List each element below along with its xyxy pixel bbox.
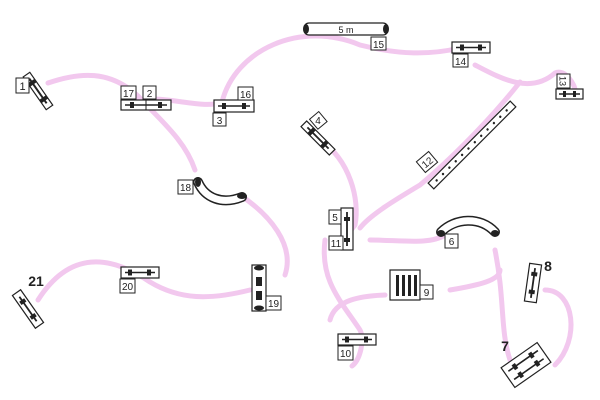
obstacle-12-weave-poles xyxy=(427,100,517,190)
obstacle-4-jump xyxy=(300,120,336,156)
number-box-16 xyxy=(237,86,254,101)
obstacle-number-3: 3 xyxy=(217,116,223,127)
obstacle-1-jump xyxy=(22,71,54,111)
obstacle-19-a-frame xyxy=(251,264,267,312)
obstacle-number-14: 14 xyxy=(455,57,467,68)
obstacle-number-18: 18 xyxy=(180,183,192,194)
obstacle-number-6: 6 xyxy=(449,237,455,248)
obstacle-14-jump xyxy=(451,41,491,54)
number-box-1 xyxy=(15,77,30,94)
number-box-9 xyxy=(419,284,434,300)
obstacle-number-11: 11 xyxy=(331,239,342,250)
dog-path xyxy=(35,33,578,369)
obstacle-number-4: 4 xyxy=(315,116,321,127)
obstacle-number-9: 9 xyxy=(424,288,430,299)
obstacle-15-dog-walk: 5 m xyxy=(303,22,389,36)
obstacle-18-tunnel xyxy=(193,177,247,206)
obstacle-9-tire-table xyxy=(389,269,421,301)
number-box-12 xyxy=(415,150,439,174)
number-box-19 xyxy=(265,295,282,311)
number-box-17 xyxy=(120,85,137,100)
number-box-4 xyxy=(308,110,328,130)
obstacle-number-17: 17 xyxy=(123,89,135,100)
obstacle-number-2: 2 xyxy=(147,89,153,100)
obstacle-20-jump xyxy=(120,266,160,279)
obstacle-number-5: 5 xyxy=(332,213,338,224)
obstacle-number-1: 1 xyxy=(19,81,25,93)
obstacle-7-double-jump xyxy=(500,341,552,389)
obstacle-number-10: 10 xyxy=(340,349,352,360)
obstacle-5-11-jump xyxy=(340,207,354,251)
obstacle-number-19: 19 xyxy=(268,299,280,310)
dog-walk-length-label: 5 m xyxy=(338,25,353,35)
number-box-18 xyxy=(177,179,194,195)
obstacle-8-jump xyxy=(523,262,543,304)
number-box-15 xyxy=(370,36,387,51)
obstacle-13-jump xyxy=(555,88,584,100)
number-box-2 xyxy=(142,85,157,100)
obstacle-number-15: 15 xyxy=(373,40,385,51)
obstacle-number-16: 16 xyxy=(240,90,252,101)
number-box-5 xyxy=(328,209,342,225)
obstacle-6-tunnel xyxy=(436,215,500,237)
obstacle-number-21: 21 xyxy=(28,273,44,289)
number-box-6 xyxy=(444,233,459,249)
obstacle-number-13: 13 xyxy=(558,76,568,86)
obstacle-16-3-jump xyxy=(213,99,255,113)
number-box-3 xyxy=(212,112,227,127)
obstacle-number-7: 7 xyxy=(501,338,509,354)
number-box-13 xyxy=(556,73,571,89)
number-box-10 xyxy=(337,345,354,361)
obstacle-10-jump xyxy=(337,333,377,346)
obstacle-21-jump xyxy=(11,288,45,330)
obstacle-number-8: 8 xyxy=(544,258,552,274)
number-box-20 xyxy=(119,278,136,294)
obstacle-17-2-jumps xyxy=(120,99,172,111)
number-box-14 xyxy=(452,53,469,68)
number-box-11 xyxy=(328,235,344,251)
obstacle-number-20: 20 xyxy=(122,282,134,293)
